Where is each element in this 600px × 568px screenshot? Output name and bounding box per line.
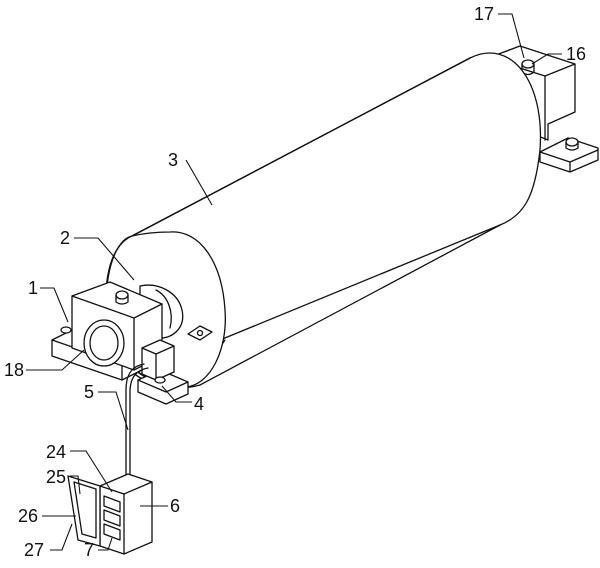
callout-5: 5	[84, 382, 94, 402]
cable	[125, 363, 149, 479]
callout-1: 1	[28, 278, 38, 298]
callout-17: 17	[474, 4, 494, 24]
control-box	[67, 473, 153, 555]
callout-16: 16	[566, 44, 586, 64]
callout-7: 7	[84, 540, 94, 560]
sensor-bracket	[137, 339, 189, 405]
drum	[105, 52, 542, 389]
callout-25: 25	[46, 467, 66, 487]
callout-24: 24	[46, 442, 66, 462]
callout-3: 3	[168, 150, 178, 170]
callout-18: 18	[4, 360, 24, 380]
callout-27: 27	[24, 540, 44, 560]
callout-6: 6	[170, 496, 180, 516]
leader-lines	[26, 13, 562, 551]
callouts: 3 2 1 18 5 4 17 16 24 25 26 6 27 7	[4, 4, 586, 560]
callout-26: 26	[18, 506, 38, 526]
callout-2: 2	[60, 228, 70, 248]
callout-4: 4	[194, 394, 204, 414]
